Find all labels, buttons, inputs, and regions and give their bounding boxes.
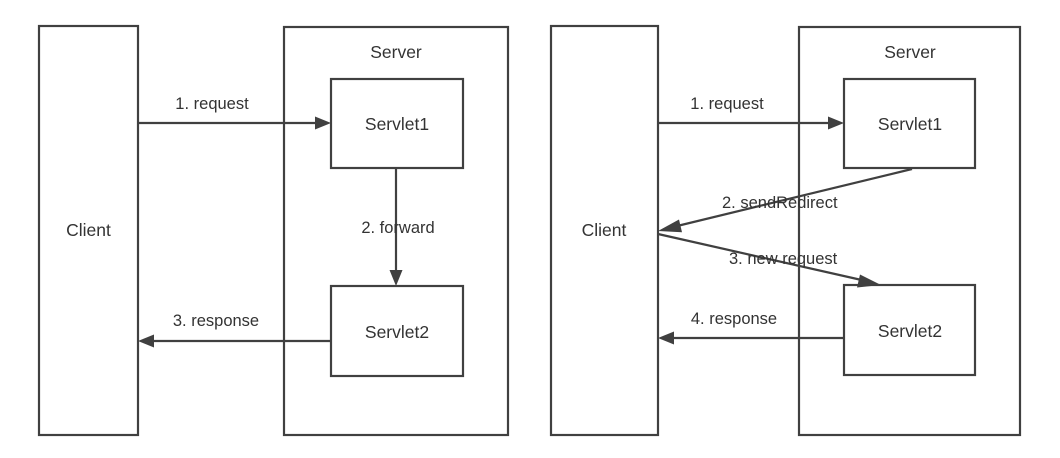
left-arrow-forward: 2. forward bbox=[361, 168, 435, 286]
right-arrow-label-new-request: 3. new request bbox=[729, 250, 838, 268]
right-arrow-label-request: 1. request bbox=[690, 95, 764, 113]
right-arrow-label-sendredirect: 2. sendRedirect bbox=[722, 194, 838, 212]
left-arrow-label-request: 1. request bbox=[175, 95, 249, 113]
left-servlet2-box bbox=[329, 284, 465, 378]
right-request-arrowhead bbox=[828, 116, 844, 130]
right-arrow-label-response: 4. response bbox=[691, 310, 777, 328]
left-arrow-request: 1. request bbox=[138, 95, 331, 130]
left-server-label: Server bbox=[370, 42, 422, 62]
right-response-arrowhead bbox=[658, 331, 674, 345]
left-arrow-response: 3. response bbox=[138, 312, 331, 348]
left-servlet1-label: Servlet1 bbox=[365, 114, 429, 134]
right-servlet2-box bbox=[842, 283, 977, 377]
right-arrow-request: 1. request bbox=[658, 95, 844, 130]
right-arrow-sendredirect: 2. sendRedirect bbox=[658, 167, 913, 233]
right-servlet1-box bbox=[842, 77, 977, 170]
left-client-box bbox=[37, 24, 140, 437]
left-response-arrowhead bbox=[138, 334, 154, 348]
left-forward-arrowhead bbox=[389, 270, 403, 286]
right-servlet1-label: Servlet1 bbox=[878, 114, 942, 134]
right-server-label: Server bbox=[884, 42, 936, 62]
left-servlet1-box bbox=[329, 77, 465, 170]
right-client-box bbox=[549, 24, 660, 437]
left-arrow-label-response: 3. response bbox=[173, 312, 259, 330]
right-servlet2-label: Servlet2 bbox=[878, 321, 942, 341]
panel-sendredirect: Client Server Servlet1 Servlet2 1. reque… bbox=[549, 24, 1022, 437]
right-arrow-new-request: 3. new request bbox=[657, 232, 881, 288]
left-client-label: Client bbox=[66, 220, 111, 240]
left-servlet2-label: Servlet2 bbox=[365, 322, 429, 342]
left-request-arrowhead bbox=[315, 116, 331, 130]
left-arrow-label-forward: 2. forward bbox=[361, 219, 434, 237]
panel-forward: Client Server Servlet1 Servlet2 1. reque… bbox=[37, 24, 510, 437]
right-new-request-arrowhead bbox=[857, 274, 881, 288]
right-sendredirect-arrowhead bbox=[658, 219, 682, 233]
right-client-label: Client bbox=[582, 220, 627, 240]
right-arrow-response: 4. response bbox=[658, 310, 844, 345]
